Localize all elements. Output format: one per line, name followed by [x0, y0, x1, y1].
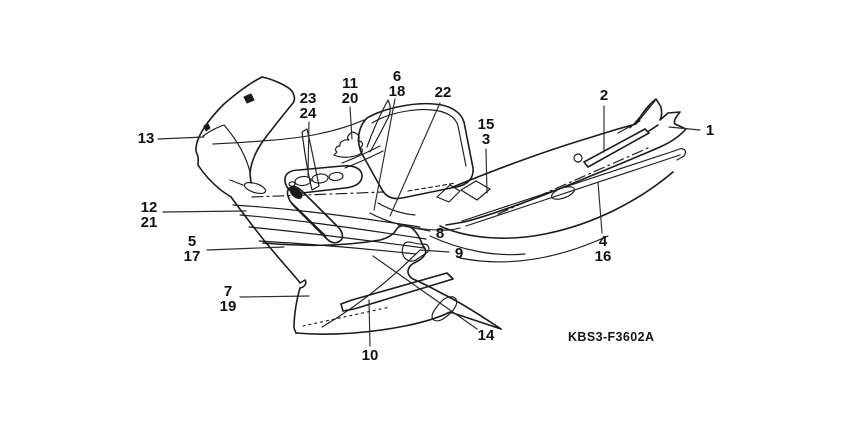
- front-upper-cowl: [195, 76, 391, 198]
- nose-inner-line: [202, 124, 251, 173]
- callout-11-20-11: 11: [342, 75, 358, 92]
- plate-oval-3: [328, 171, 344, 182]
- screen-base-line-b: [344, 150, 384, 169]
- mid-fairing-edge: [230, 196, 307, 334]
- mid-fairing-stripes: [230, 191, 427, 334]
- belly-hidden-edge: [302, 306, 391, 327]
- callout-11-20-20: 20: [342, 90, 359, 107]
- bolt-hole: [573, 153, 583, 163]
- screen-base-line-a: [341, 145, 381, 164]
- callout-7-19-7: 7: [224, 283, 232, 300]
- belly-bottom-edge: [295, 311, 502, 335]
- grip-band-outline: [286, 185, 344, 244]
- junction-panel-b: [460, 180, 491, 201]
- leader-12-21: [162, 210, 247, 213]
- seat-panels: [369, 180, 526, 262]
- stripe-line-4: [258, 240, 417, 255]
- grip-band-inner: [291, 202, 327, 237]
- grab-handle-hole: [551, 186, 575, 200]
- callout-15-3-15: 15: [478, 116, 495, 133]
- callout-6-18-6: 6: [393, 68, 401, 85]
- stripe-line-1: [232, 204, 421, 228]
- leader-10: [368, 299, 371, 347]
- callout-23-24-24: 24: [300, 105, 317, 122]
- leader-9: [419, 249, 450, 253]
- tail-stripe-short: [617, 120, 641, 134]
- stripe-line-2: [239, 214, 427, 240]
- windscreen-edge: [249, 76, 296, 184]
- tail-outline: [445, 98, 687, 226]
- tank-outline: [357, 102, 474, 200]
- side-panel-bottom: [439, 171, 674, 239]
- leader-7-19: [239, 295, 310, 298]
- plate-oval-4: [288, 181, 296, 187]
- leader-11-20: [349, 106, 353, 140]
- tank-inner-line: [371, 109, 467, 167]
- plate-oval-1: [294, 175, 312, 187]
- junction-panel-a: [436, 184, 461, 203]
- leader-15-3: [485, 148, 488, 194]
- callout-14: 14: [478, 327, 495, 344]
- side-stripe-lower: [461, 148, 687, 227]
- callout-6-18-18: 18: [389, 83, 406, 100]
- callout-2: 2: [600, 87, 608, 104]
- callout-23-24-23: 23: [300, 90, 317, 107]
- wing-decal: [333, 131, 364, 158]
- leader-4-16: [597, 181, 603, 234]
- stripe-line-3: [248, 226, 425, 249]
- leader-22: [389, 102, 441, 217]
- leader-14: [372, 255, 478, 330]
- callout-5-17-17: 17: [184, 248, 201, 265]
- fuel-tank-cover: [357, 102, 474, 200]
- belly-top-edge: [262, 224, 424, 247]
- tail-hidden-line: [497, 147, 649, 215]
- callout-13: 13: [138, 130, 155, 147]
- tank-front-line: [377, 202, 416, 216]
- leader-6-18: [373, 98, 396, 211]
- leader-23-24: [307, 121, 310, 177]
- callout-5-17-5: 5: [188, 233, 196, 250]
- callout-4-16-16: 16: [595, 248, 612, 265]
- tank-hidden-line: [407, 182, 457, 192]
- callout-4-16-4: 4: [599, 233, 608, 250]
- cowl-outer-edge: [195, 76, 263, 198]
- leader-13: [157, 136, 205, 140]
- vent-dash: [229, 179, 244, 186]
- inner-panel-sliver: [301, 128, 320, 191]
- nose-marker-dot: [203, 123, 211, 132]
- leader-5-17: [206, 246, 285, 251]
- callout-10: 10: [362, 347, 379, 364]
- bracket-shape: [401, 241, 430, 262]
- callout-8: 8: [436, 225, 444, 242]
- under-seat-curve: [429, 235, 526, 256]
- cockpit-edge-line: [212, 119, 365, 145]
- lower-cowl: [262, 224, 502, 335]
- belly-crease: [321, 249, 421, 328]
- tail-stripe-upper: [583, 124, 659, 168]
- belly-right-edge: [407, 245, 502, 330]
- callout-7-19-19: 19: [220, 298, 237, 315]
- heel-guard: [431, 296, 458, 322]
- rear-lower-line: [459, 235, 609, 263]
- leader-1: [668, 126, 701, 131]
- callout-15-3-3: 3: [482, 131, 490, 148]
- windscreen-fold: [366, 99, 391, 153]
- leader-8: [397, 224, 431, 232]
- hidden-centerline: [251, 191, 385, 198]
- callout-1: 1: [706, 122, 714, 139]
- plate-oval-2: [311, 173, 329, 184]
- callout-12-21-21: 21: [141, 214, 158, 231]
- callout-12-21-12: 12: [141, 199, 158, 216]
- mirror-hole-oval: [243, 181, 267, 195]
- screen-clip-mark: [243, 93, 255, 104]
- callout-9: 9: [455, 245, 463, 262]
- lower-cowl-stripe: [340, 272, 454, 312]
- rear-cowl: [439, 98, 687, 263]
- callout-22: 22: [435, 84, 452, 101]
- part-code: KBS3-F3602A: [568, 330, 655, 344]
